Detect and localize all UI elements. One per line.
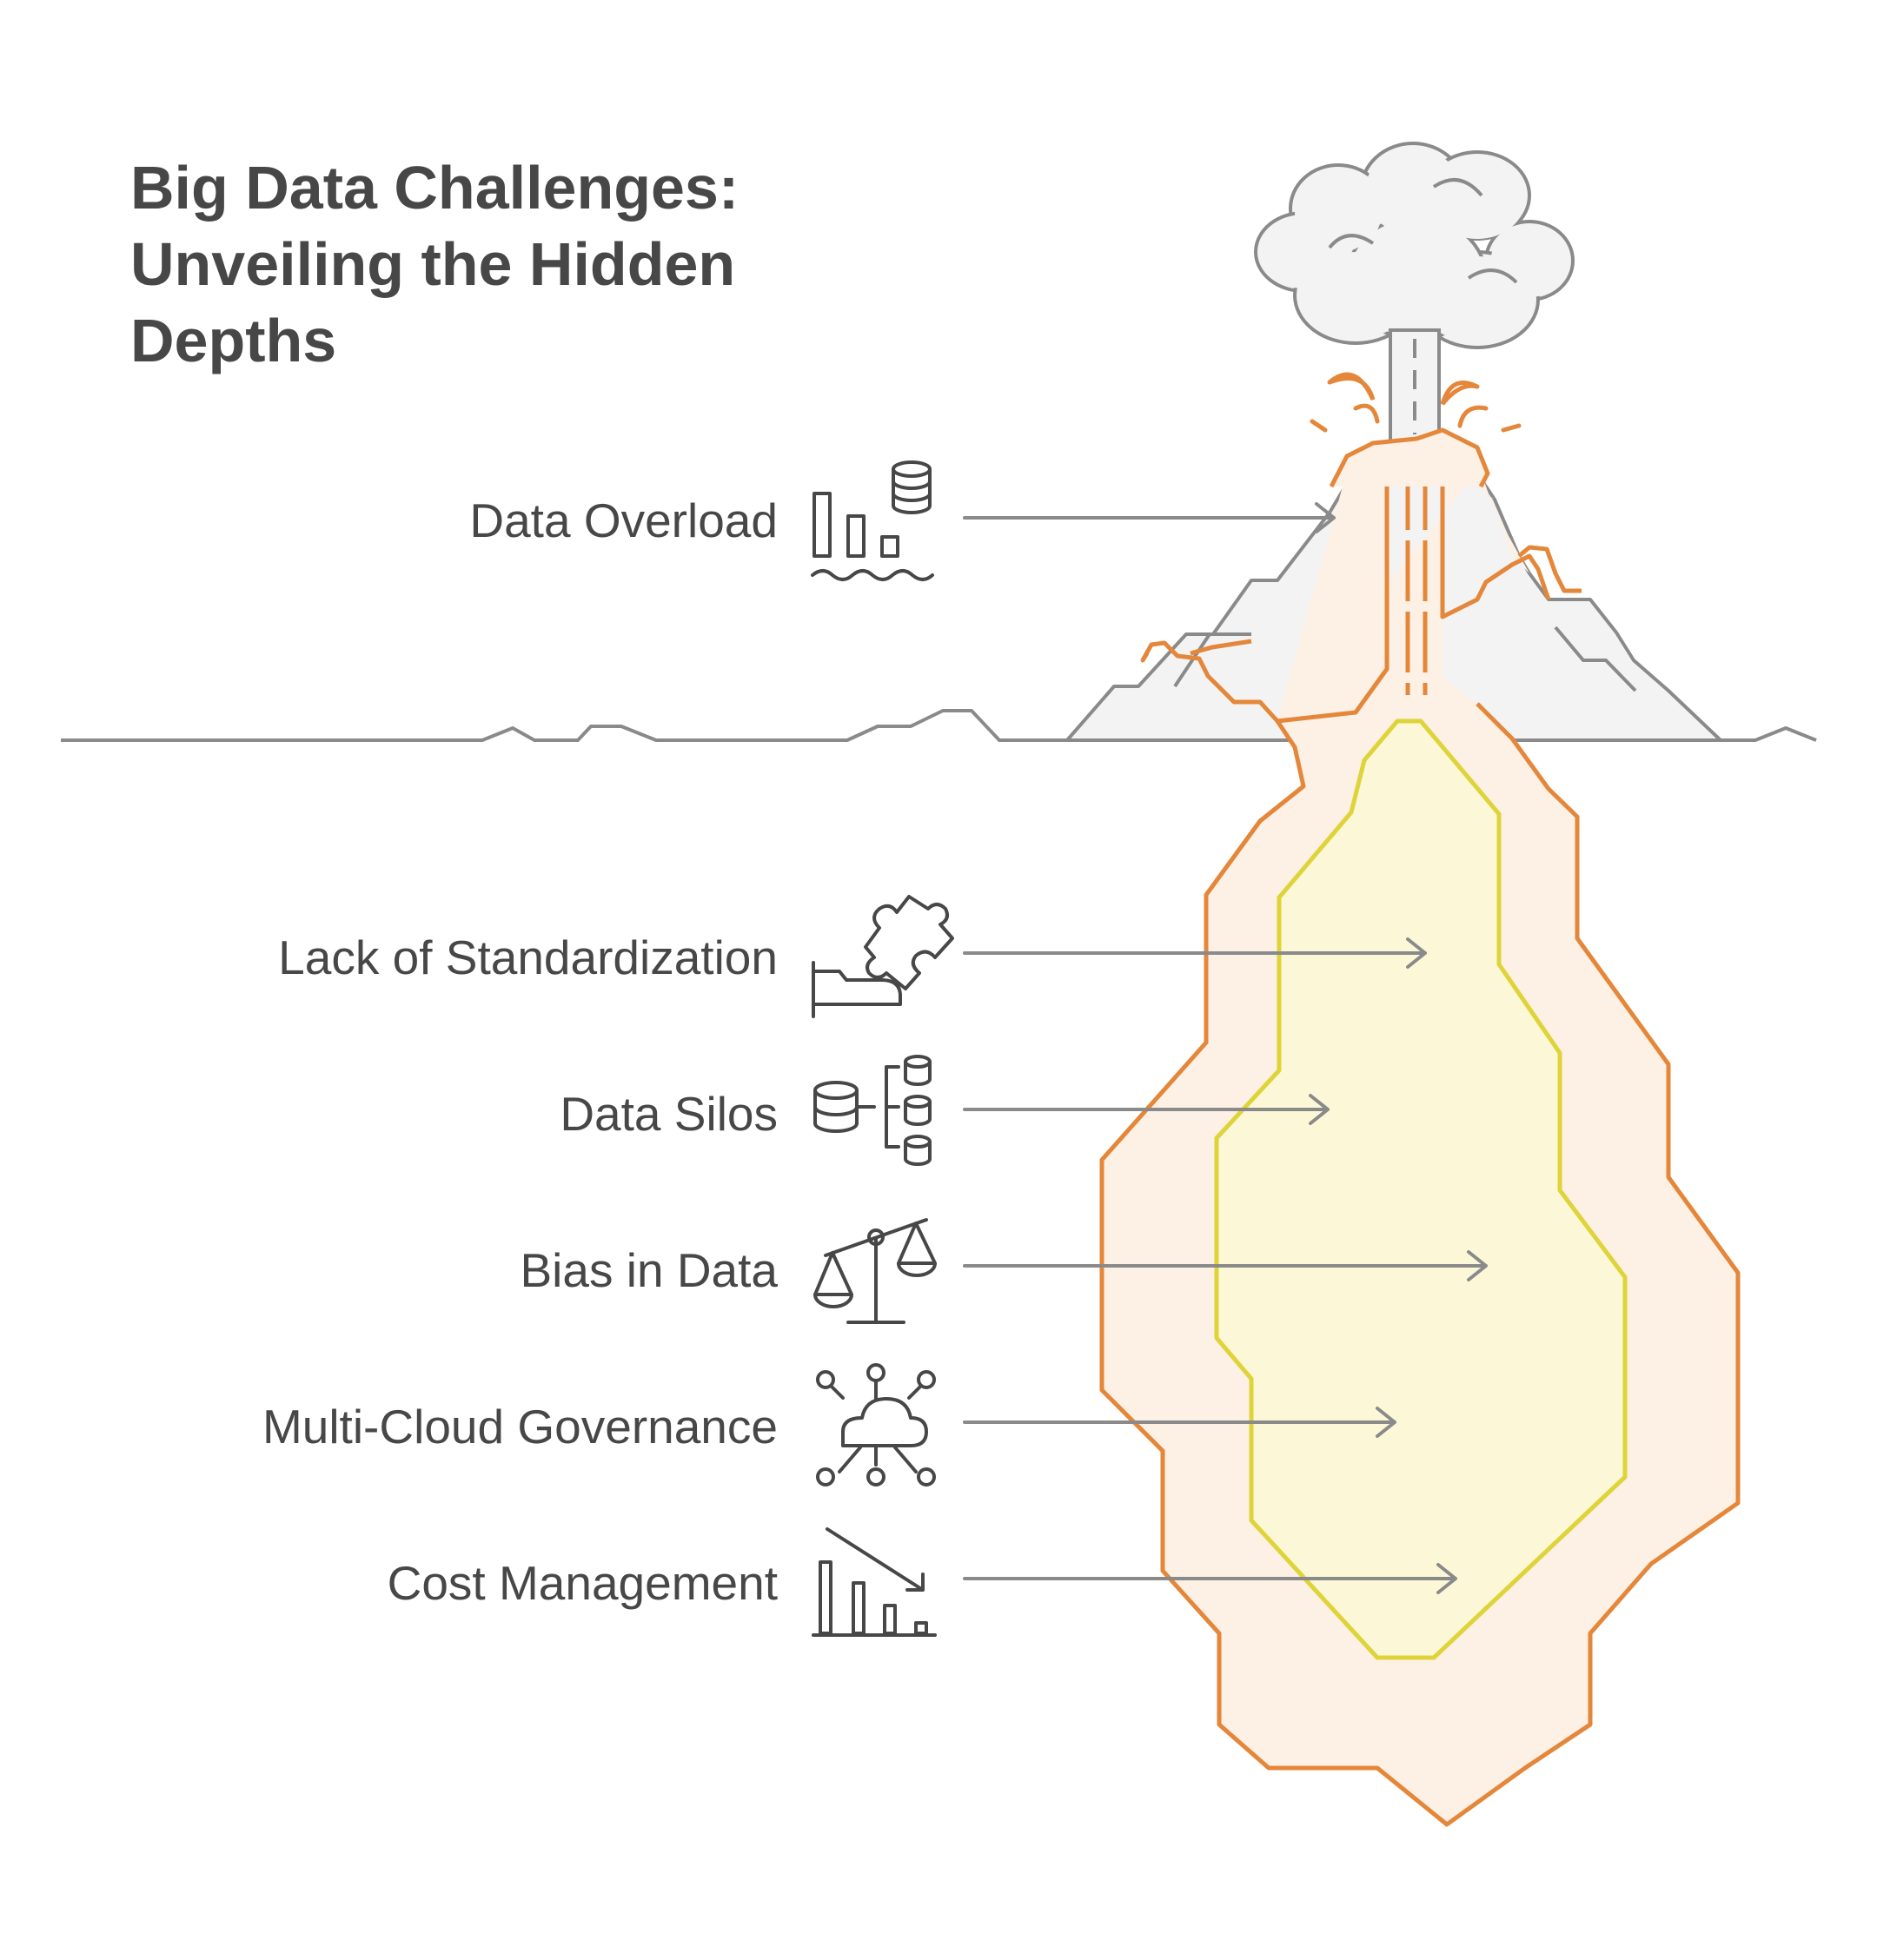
title-line-1: Big Data Challenges: <box>130 154 740 222</box>
arrow-lack-of-standardization <box>963 937 1427 969</box>
smoke-cloud <box>1254 142 1575 349</box>
mountain-ridge-right <box>1554 626 1637 692</box>
challenge-label-bias-in-data: Bias in Data <box>520 1243 778 1297</box>
arrow-bias-in-data <box>963 1250 1488 1281</box>
lava-flow-left <box>1190 639 1252 656</box>
connector-arrows <box>963 502 1488 1594</box>
smoke-column <box>1389 328 1441 454</box>
lava-conduit <box>1140 462 1390 724</box>
challenge-label-lack-of-standardization: Lack of Standardization <box>278 930 778 984</box>
arrow-cost-management <box>963 1563 1457 1594</box>
lava-chamber-outline <box>1099 702 1741 1827</box>
ground-line <box>61 709 1817 742</box>
arrow-data-overload <box>963 502 1336 533</box>
challenge-label-cost-management: Cost Management <box>387 1556 778 1610</box>
challenge-label-data-overload: Data Overload <box>469 493 778 547</box>
arrow-data-silos <box>963 1094 1330 1125</box>
declining-bar-chart-icon <box>812 1527 937 1637</box>
page-title: Big Data Challenges: Unveiling the Hidde… <box>130 149 791 379</box>
arrow-multi-cloud-governance <box>963 1407 1396 1438</box>
challenge-label-data-silos: Data Silos <box>560 1087 778 1141</box>
lava-splash <box>1310 372 1522 433</box>
title-line-3: Depths <box>130 307 337 374</box>
cloud-network-icon <box>816 1363 936 1487</box>
lava-conduit-right <box>1440 462 1551 619</box>
crater-rim <box>1329 427 1490 488</box>
balance-scale-icon <box>813 1218 937 1324</box>
challenge-label-multi-cloud-governance: Multi-Cloud Governance <box>262 1400 778 1453</box>
puzzle-piece-hand-icon <box>812 895 954 1018</box>
lava-flow-right <box>1517 545 1582 593</box>
mountain-ridge-left <box>1173 632 1251 688</box>
database-network-icon <box>813 1055 932 1166</box>
database-overflow-icon <box>811 460 934 581</box>
title-line-2: Unveiling the Hidden <box>130 230 736 298</box>
lava-stream <box>1405 469 1428 695</box>
